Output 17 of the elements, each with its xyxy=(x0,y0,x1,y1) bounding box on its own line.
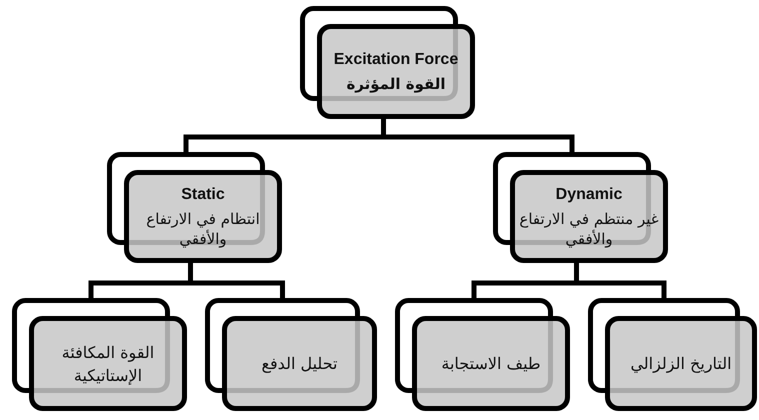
stacked-box xyxy=(107,152,282,263)
stacked-box xyxy=(205,298,377,411)
stacked-box xyxy=(12,298,187,411)
box-text: القوة المؤثرة xyxy=(346,74,446,94)
box-heading: Excitation Force xyxy=(334,50,458,70)
box-heading: Static xyxy=(181,184,225,204)
box-text: التاريخ الزلزالي xyxy=(630,353,732,375)
box-heading: Dynamic xyxy=(556,184,622,204)
box-text: تحليل الدفع xyxy=(262,353,338,375)
stacked-box xyxy=(493,152,668,263)
box-text: طيف الاستجابة xyxy=(441,353,541,375)
stacked-box xyxy=(588,298,757,411)
box-text: القوة المكافئة الإستاتيكية xyxy=(60,342,156,386)
box-text: انتظام في الارتفاع والأفقي xyxy=(145,208,261,248)
stacked-box xyxy=(300,6,475,119)
box-text: غير منتظم في الارتفاع والأفقي xyxy=(518,208,660,248)
stacked-box xyxy=(395,298,570,411)
